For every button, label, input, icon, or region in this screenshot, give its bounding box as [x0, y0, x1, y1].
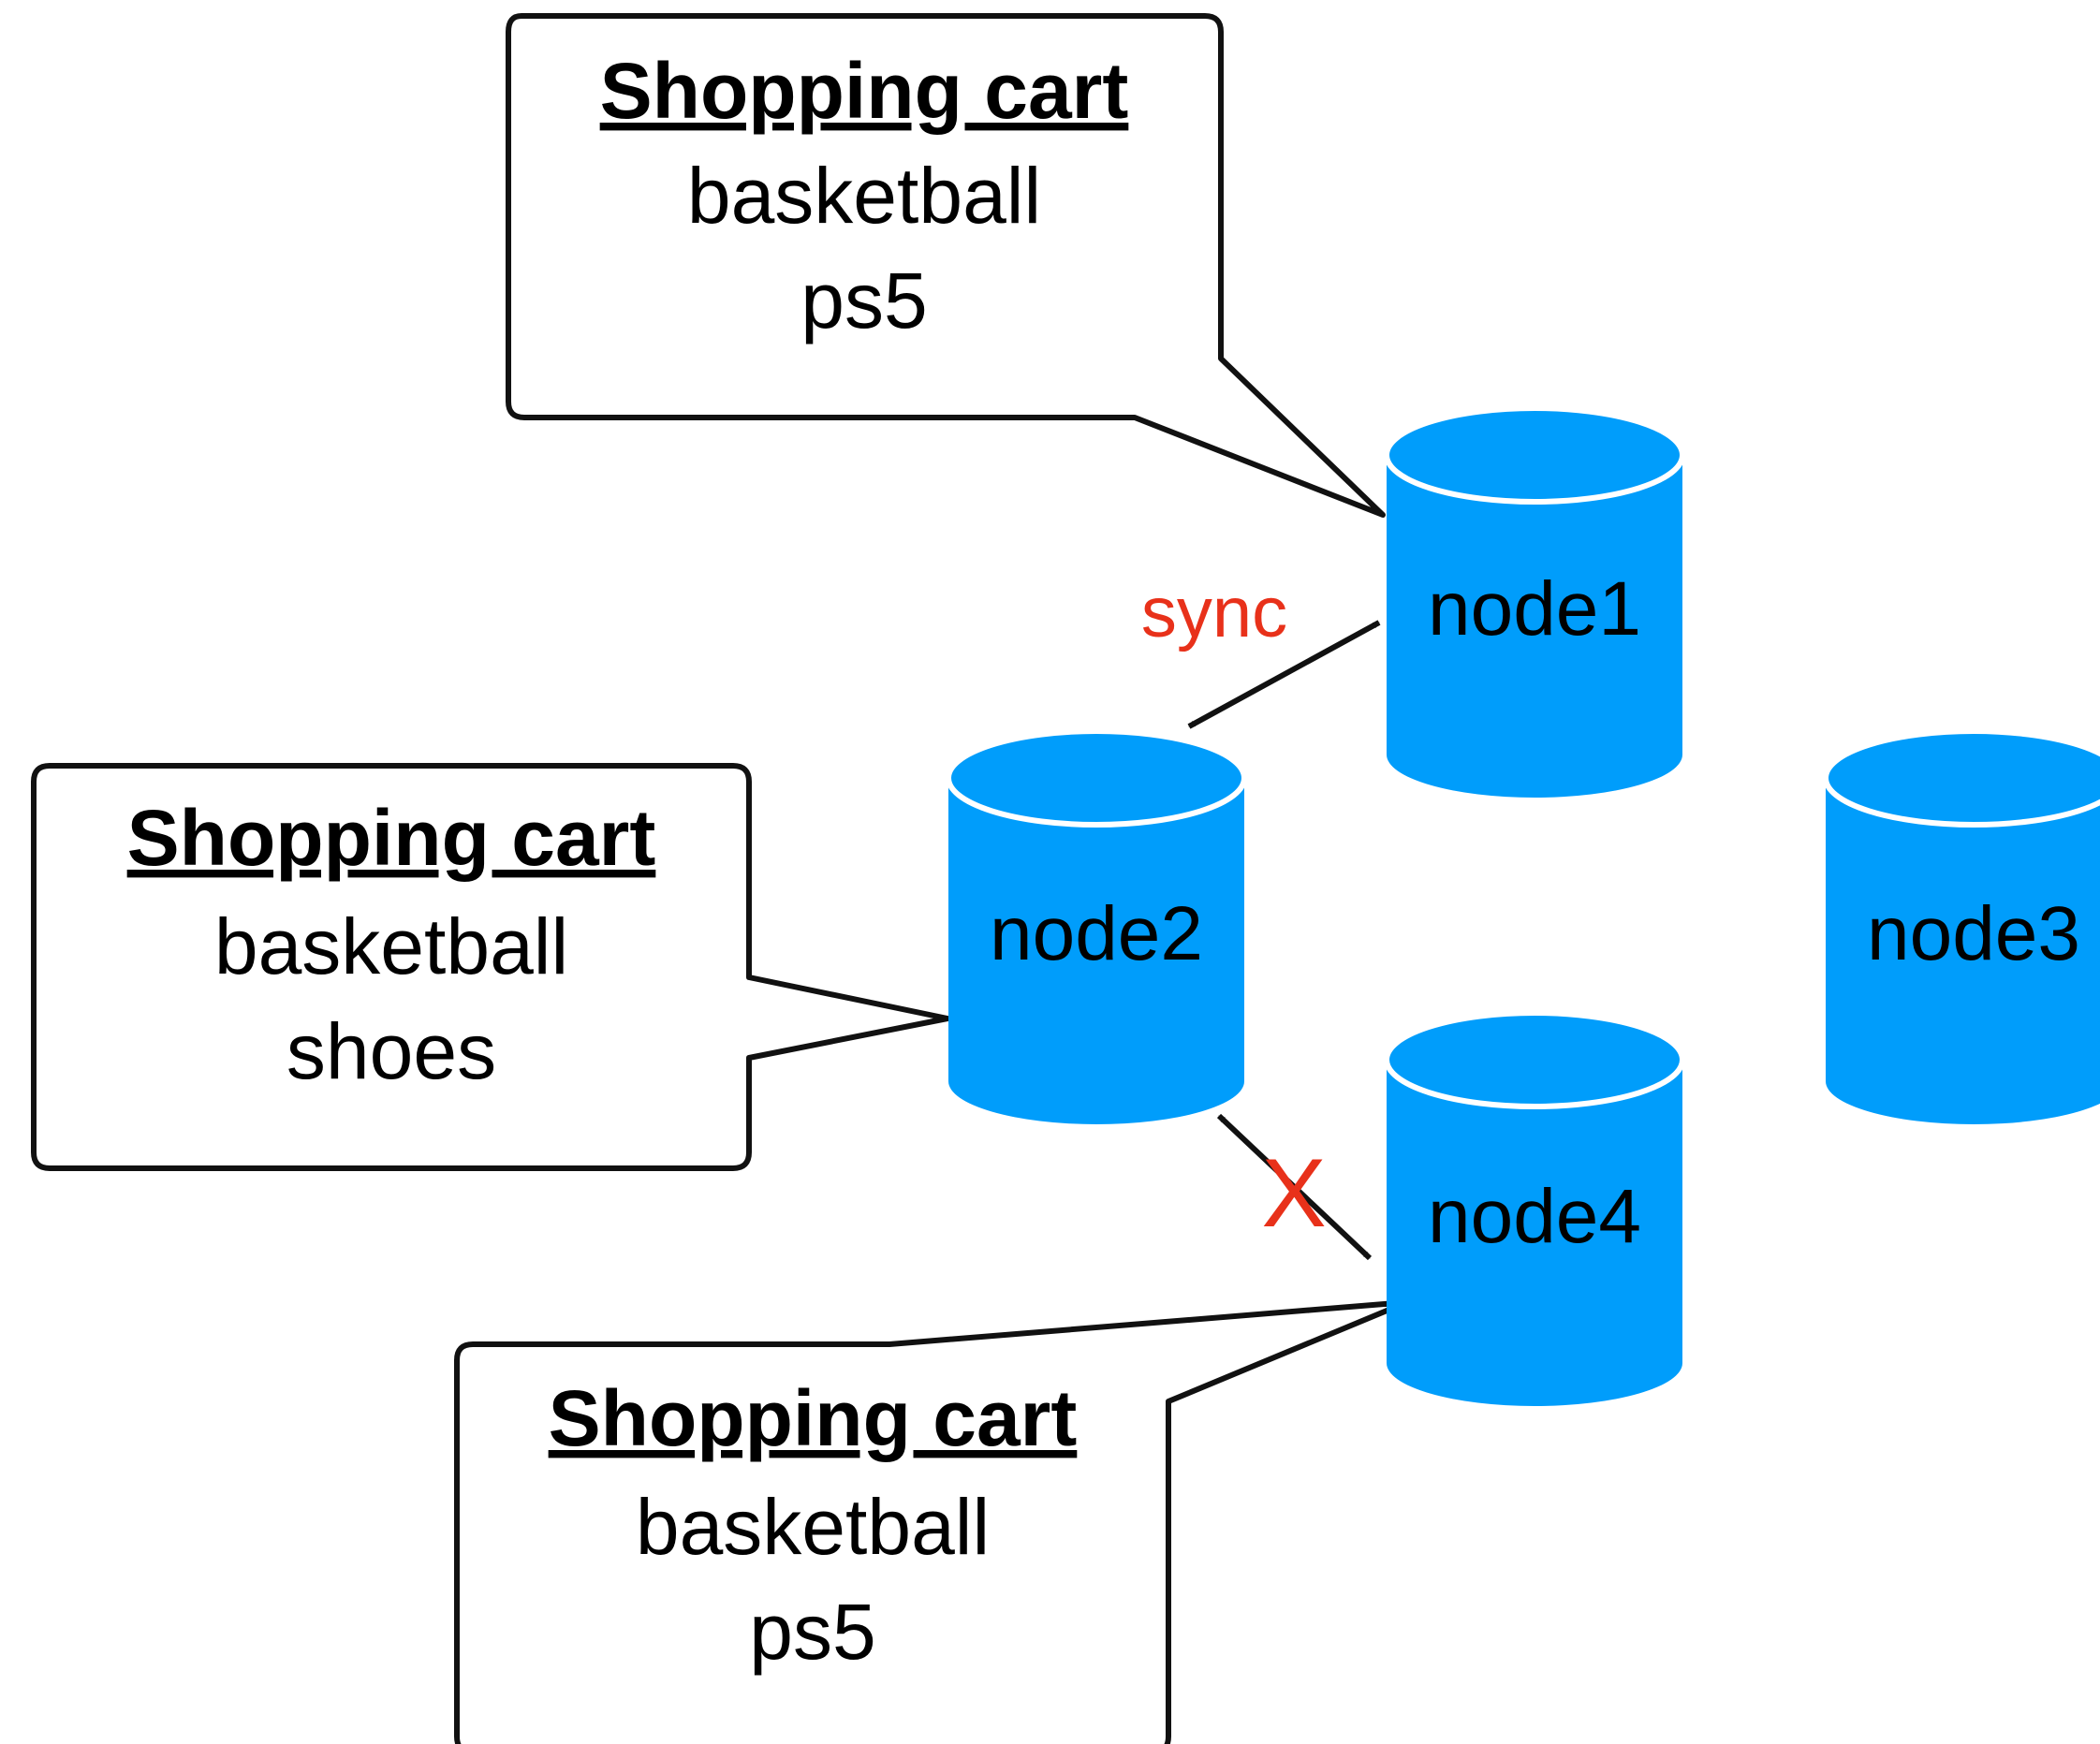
- callout-node4-shape: [454, 1299, 1410, 1744]
- broken-link-arrow: [1216, 1113, 1373, 1261]
- node3-label: node3: [1867, 891, 2080, 976]
- callout-node2-item-1: basketball: [214, 902, 568, 990]
- callout-node4-item-1: basketball: [636, 1483, 990, 1571]
- callout-node4-item-2: ps5: [749, 1588, 875, 1676]
- sync-arrow: [1187, 620, 1381, 729]
- callout-node1: Shopping cart basketball ps5: [506, 13, 1386, 518]
- callout-node4-title: Shopping cart: [549, 1374, 1078, 1462]
- callout-node2-title: Shopping cart: [127, 794, 656, 882]
- callout-node2: Shopping cart basketball shoes: [31, 763, 950, 1171]
- node2-label: node2: [990, 891, 1203, 976]
- broken-link-x-mark: X: [1261, 1139, 1326, 1248]
- callout-node4: Shopping cart basketball ps5: [454, 1299, 1410, 1744]
- callout-node1-shape: [506, 13, 1386, 518]
- node2-database-icon: node2: [946, 728, 1247, 1124]
- callout-node2-shape: [31, 763, 950, 1171]
- node4-database-icon: node4: [1384, 1010, 1685, 1406]
- edge-node1-node2: sync: [1141, 573, 1381, 729]
- edge-node2-node4: X: [1216, 1113, 1373, 1261]
- node1-label: node1: [1428, 566, 1641, 652]
- edge-label-sync: sync: [1141, 573, 1287, 652]
- node3-database-icon: node3: [1823, 728, 2100, 1124]
- node1-database-icon: node1: [1384, 405, 1685, 798]
- callout-node1-title: Shopping cart: [600, 47, 1129, 135]
- node4-label: node4: [1428, 1174, 1641, 1259]
- callout-node2-item-2: shoes: [286, 1007, 496, 1095]
- callout-node1-item-1: basketball: [687, 152, 1041, 240]
- callout-node1-item-2: ps5: [800, 256, 927, 344]
